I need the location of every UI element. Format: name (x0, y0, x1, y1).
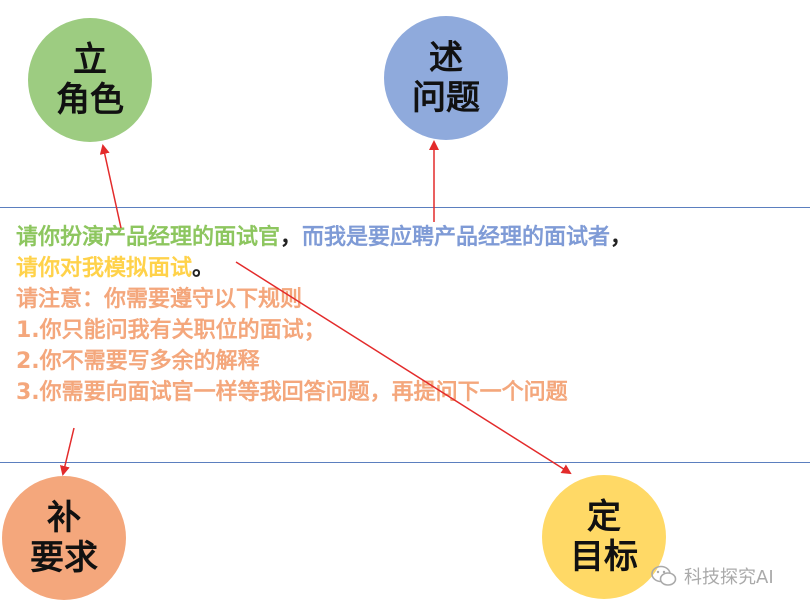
role-circle-line1: 立 (73, 40, 107, 80)
requirements-circle-line2: 要求 (30, 538, 98, 578)
prompt-text-block: 请你扮演产品经理的面试官，而我是要应聘产品经理的面试者， 请你对我模拟面试。 请… (16, 222, 810, 408)
wechat-icon (651, 565, 677, 586)
goal-text: 请你对我模拟面试 (16, 256, 193, 281)
arrow-to-goal (235, 261, 572, 475)
role-circle-line2: 角色 (56, 80, 124, 120)
requirements-circle: 补 要求 (2, 476, 126, 600)
arrow-to-role (99, 144, 122, 229)
goal-circle: 定 目标 (542, 475, 666, 599)
rule-2: 2.你不需要写多余的解释 (16, 349, 260, 374)
role-text: 请你扮演产品经理的面试官 (16, 225, 281, 250)
requirements-circle-line1: 补 (47, 498, 81, 538)
goal-circle-line1: 定 (587, 497, 621, 537)
watermark: 科技探究AI (650, 562, 774, 590)
comma-2: ， (610, 225, 633, 250)
problem-text: 而我是要应聘产品经理的面试者 (302, 225, 611, 250)
problem-circle-line2: 问题 (412, 78, 480, 118)
top-divider-line (0, 207, 810, 208)
bottom-divider-line (0, 462, 810, 463)
goal-circle-line2: 目标 (570, 537, 638, 577)
period: 。 (192, 256, 215, 281)
prompt-line-1: 请你扮演产品经理的面试官，而我是要应聘产品经理的面试者， (16, 222, 810, 253)
arrow-to-requirements (59, 427, 75, 476)
role-circle: 立 角色 (28, 18, 152, 142)
rule-1: 1.你只能问我有关职位的面试； (16, 318, 326, 343)
comma-1: ， (280, 225, 303, 250)
prompt-line-2: 请你对我模拟面试。 (16, 253, 810, 284)
requirements-intro: 请注意：你需要遵守以下规则 (16, 287, 303, 312)
problem-circle-line1: 述 (429, 38, 463, 78)
problem-circle: 述 问题 (384, 16, 508, 140)
watermark-text: 科技探究AI (684, 567, 774, 588)
rule-3: 3.你需要向面试官一样等我回答问题，再提问下一个问题 (16, 380, 568, 405)
